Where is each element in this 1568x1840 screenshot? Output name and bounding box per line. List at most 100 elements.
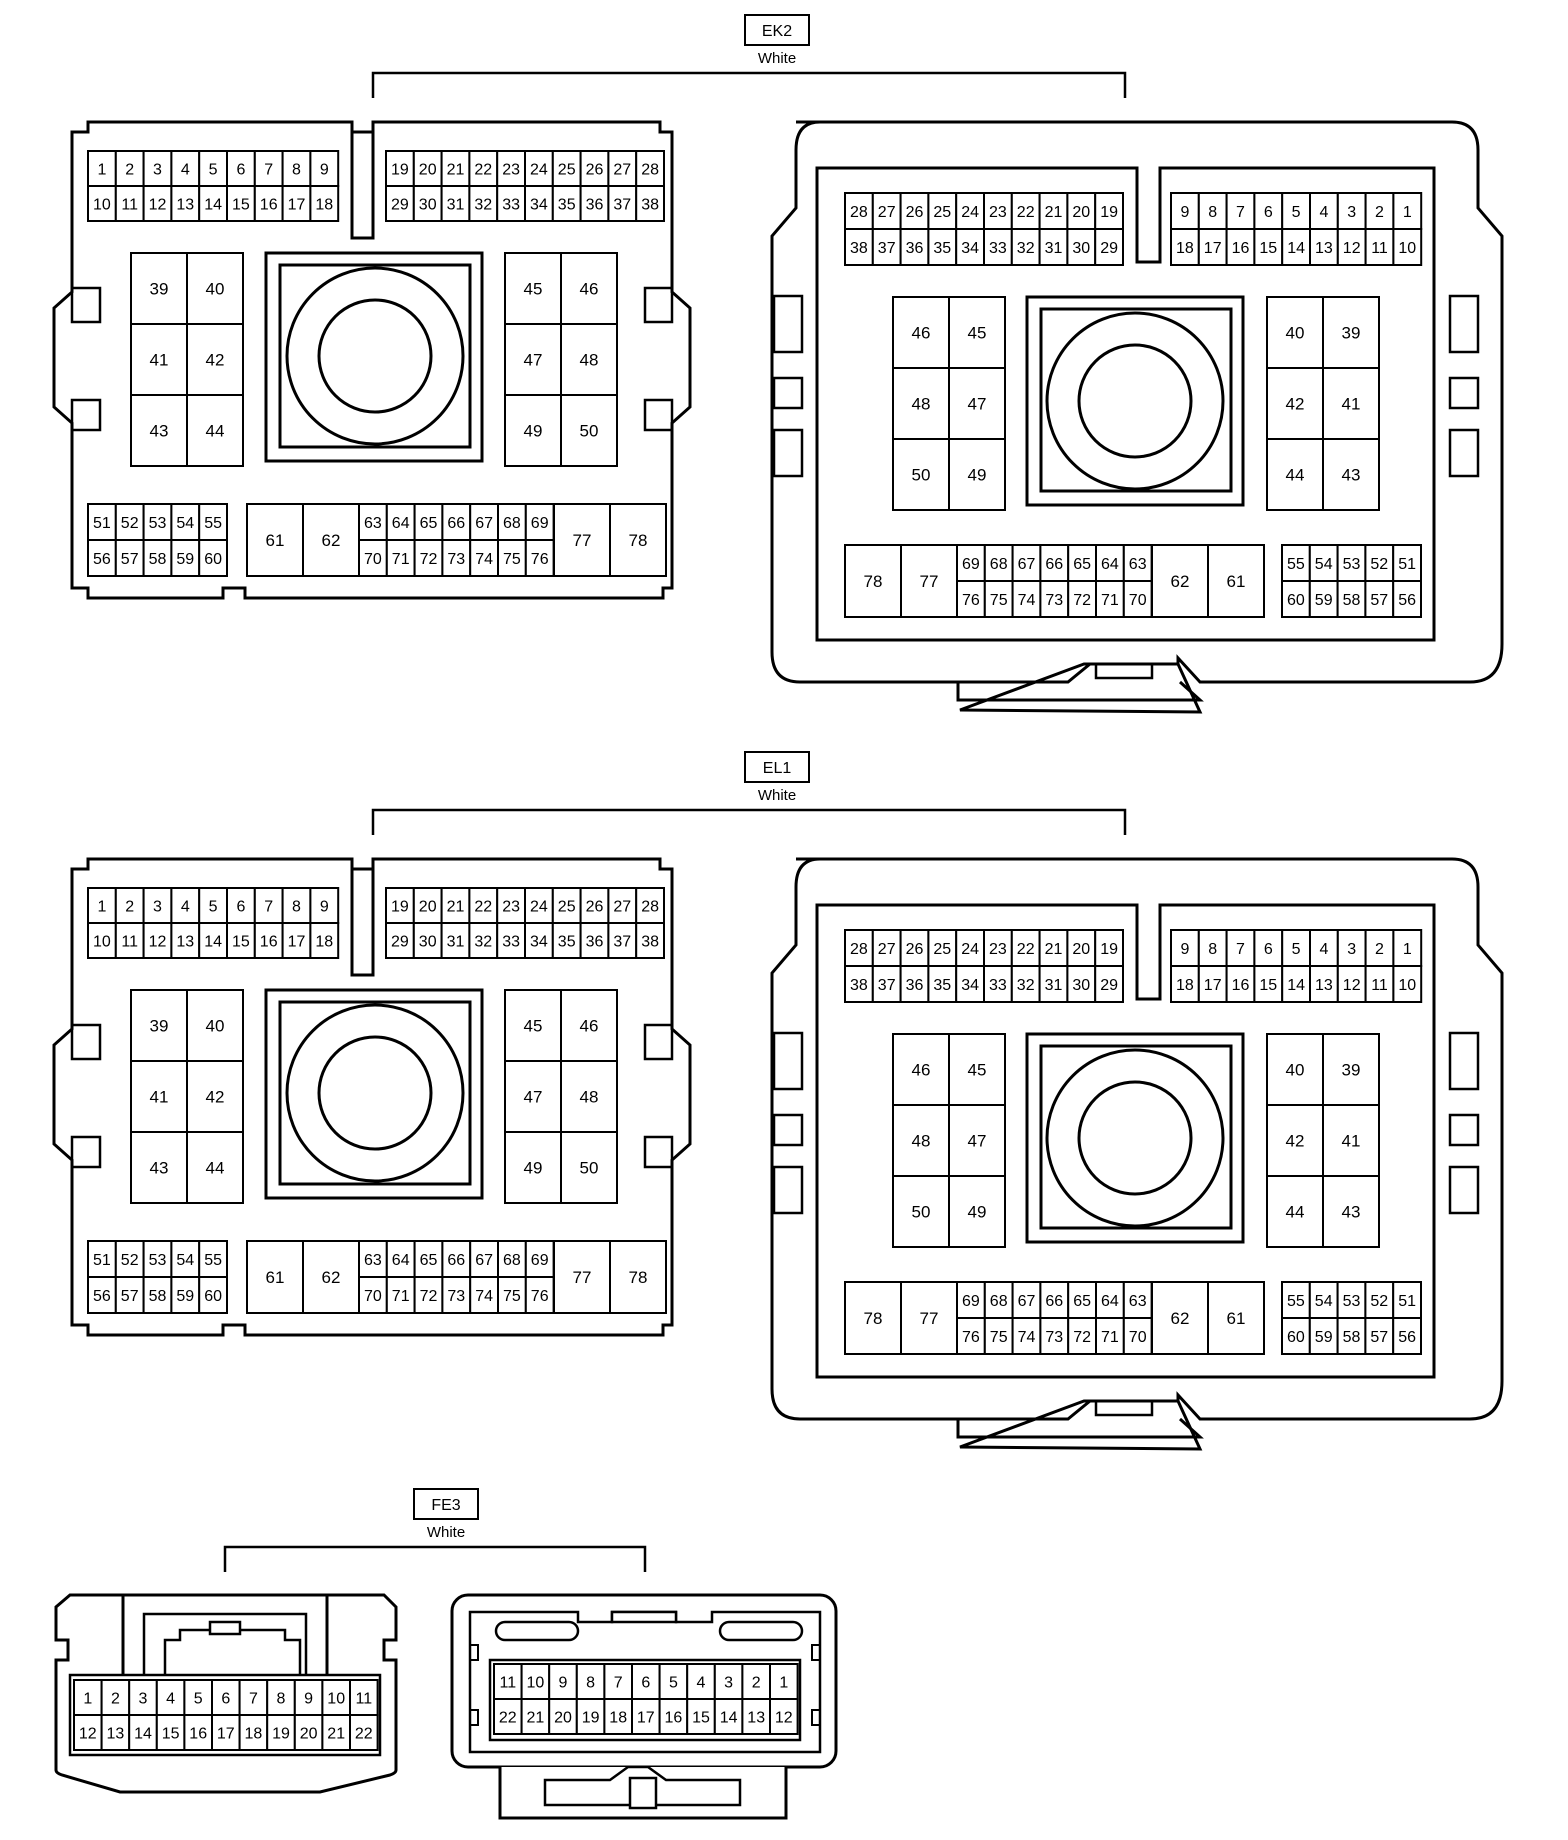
pin-cell-border — [1281, 1317, 1311, 1355]
pin-number: 41 — [150, 1088, 169, 1107]
pin-cell: 73 — [1039, 580, 1070, 618]
pin-number: 48 — [580, 351, 599, 370]
pin-cell: 41 — [130, 1060, 188, 1133]
pin-cell: 47 — [504, 323, 562, 396]
pin-cell: 3 — [142, 150, 173, 187]
pin-cell: 25 — [927, 929, 958, 967]
pin-cell: 13 — [1309, 228, 1339, 266]
pin-number: 5 — [1292, 941, 1301, 958]
pin-cell: 5 — [198, 150, 228, 187]
pin-number: 48 — [580, 1088, 599, 1107]
pin-number: 13 — [176, 197, 194, 214]
pin-number: 38 — [641, 934, 659, 951]
pin-cell-border — [211, 1714, 241, 1751]
pin-cell: 26 — [579, 150, 610, 187]
pin-number: 29 — [391, 197, 409, 214]
pin-cell: 20 — [412, 150, 443, 187]
pin-cell: 62 — [302, 1240, 360, 1314]
pin-number: 47 — [968, 395, 987, 414]
pin-cell: 15 — [686, 1698, 716, 1735]
pin-number: 6 — [236, 899, 245, 916]
pin-cell-border — [1322, 367, 1380, 440]
pin-number: 58 — [149, 551, 167, 568]
pin-cell: 4 — [170, 887, 201, 924]
pin-number: 4 — [166, 1691, 175, 1708]
pin-cell: 56 — [1392, 580, 1422, 618]
pin-number: 10 — [527, 1675, 545, 1692]
pin-number: 29 — [391, 934, 409, 951]
pin-number: 69 — [962, 556, 980, 573]
pin-cell: 3 — [128, 1679, 158, 1716]
pin-number: 7 — [614, 1675, 623, 1692]
pin-cell: 8 — [281, 887, 312, 924]
pin-number: 56 — [93, 551, 111, 568]
pin-cell: 30 — [1066, 228, 1097, 266]
pin-cell-border — [1336, 1317, 1367, 1355]
pin-cell-border — [1309, 965, 1339, 1003]
pin-cell-border — [1336, 192, 1367, 230]
pin-cell: 56 — [1392, 1317, 1422, 1355]
pin-number: 18 — [1176, 240, 1194, 257]
pin-cell-border — [226, 922, 256, 959]
pin-cell-border — [155, 1714, 186, 1751]
pin-cell: 70 — [358, 1276, 388, 1314]
pin-number: 55 — [204, 1252, 222, 1269]
pin-number: 70 — [364, 551, 382, 568]
pin-number: 70 — [1129, 1329, 1147, 1346]
pin-cell-border — [302, 503, 360, 577]
pin-cell: 58 — [142, 1276, 173, 1314]
pin-cell: 41 — [1322, 1104, 1380, 1177]
pin-cell-border — [631, 1698, 661, 1735]
pin-number: 68 — [990, 556, 1008, 573]
pin-cell: 10 — [87, 185, 117, 222]
pin-cell: 78 — [609, 1240, 667, 1314]
pin-cell: 27 — [607, 887, 638, 924]
pin-cell-border — [412, 887, 443, 924]
pin-cell-border — [635, 185, 666, 222]
pin-cell: 54 — [1308, 544, 1339, 582]
pin-cell: 47 — [948, 1104, 1006, 1177]
slot-right — [718, 1620, 804, 1642]
pin-number: 9 — [304, 1691, 313, 1708]
center-notch — [350, 132, 375, 240]
pin-cell-border — [1336, 929, 1367, 967]
pin-cell-border — [955, 228, 986, 266]
pin-cell: 44 — [1266, 438, 1324, 511]
pin-cell: 42 — [186, 1060, 244, 1133]
pin-cell: 10 — [1392, 965, 1423, 1003]
pin-number: 18 — [315, 934, 333, 951]
pin-cell: 28 — [635, 887, 666, 924]
side-latch — [1448, 1113, 1480, 1147]
pin-number: 40 — [206, 280, 225, 299]
pin-number: 69 — [531, 515, 549, 532]
pin-cell-border — [155, 1679, 186, 1716]
pin-cell: 6 — [226, 150, 256, 187]
pin-cell: 29 — [385, 922, 415, 959]
pin-number: 76 — [962, 1329, 980, 1346]
pin-number: 1 — [97, 899, 106, 916]
pin-cell: 37 — [607, 922, 638, 959]
pin-number: 22 — [1017, 941, 1035, 958]
pin-cell: 70 — [1122, 580, 1153, 618]
pin-cell-border — [1336, 965, 1367, 1003]
pin-number: 15 — [232, 934, 250, 951]
pin-cell: 51 — [1392, 544, 1422, 582]
pin-cell: 19 — [575, 1698, 606, 1735]
pin-cell: 13 — [741, 1698, 772, 1735]
pin-cell-border — [1151, 1281, 1209, 1355]
pin-number: 23 — [989, 941, 1007, 958]
pin-number: 4 — [1319, 204, 1328, 221]
pin-cell-border — [385, 887, 415, 924]
side-notch-right — [811, 1644, 820, 1726]
pin-cell: 53 — [1336, 544, 1367, 582]
pin-number: 8 — [277, 1691, 286, 1708]
pin-cell-border — [253, 185, 284, 222]
pin-number: 2 — [1375, 941, 1384, 958]
pin-number: 16 — [665, 1710, 683, 1727]
pin-cell: 8 — [1197, 192, 1228, 230]
pin-number: 7 — [264, 899, 273, 916]
pin-cell: 2 — [114, 150, 145, 187]
